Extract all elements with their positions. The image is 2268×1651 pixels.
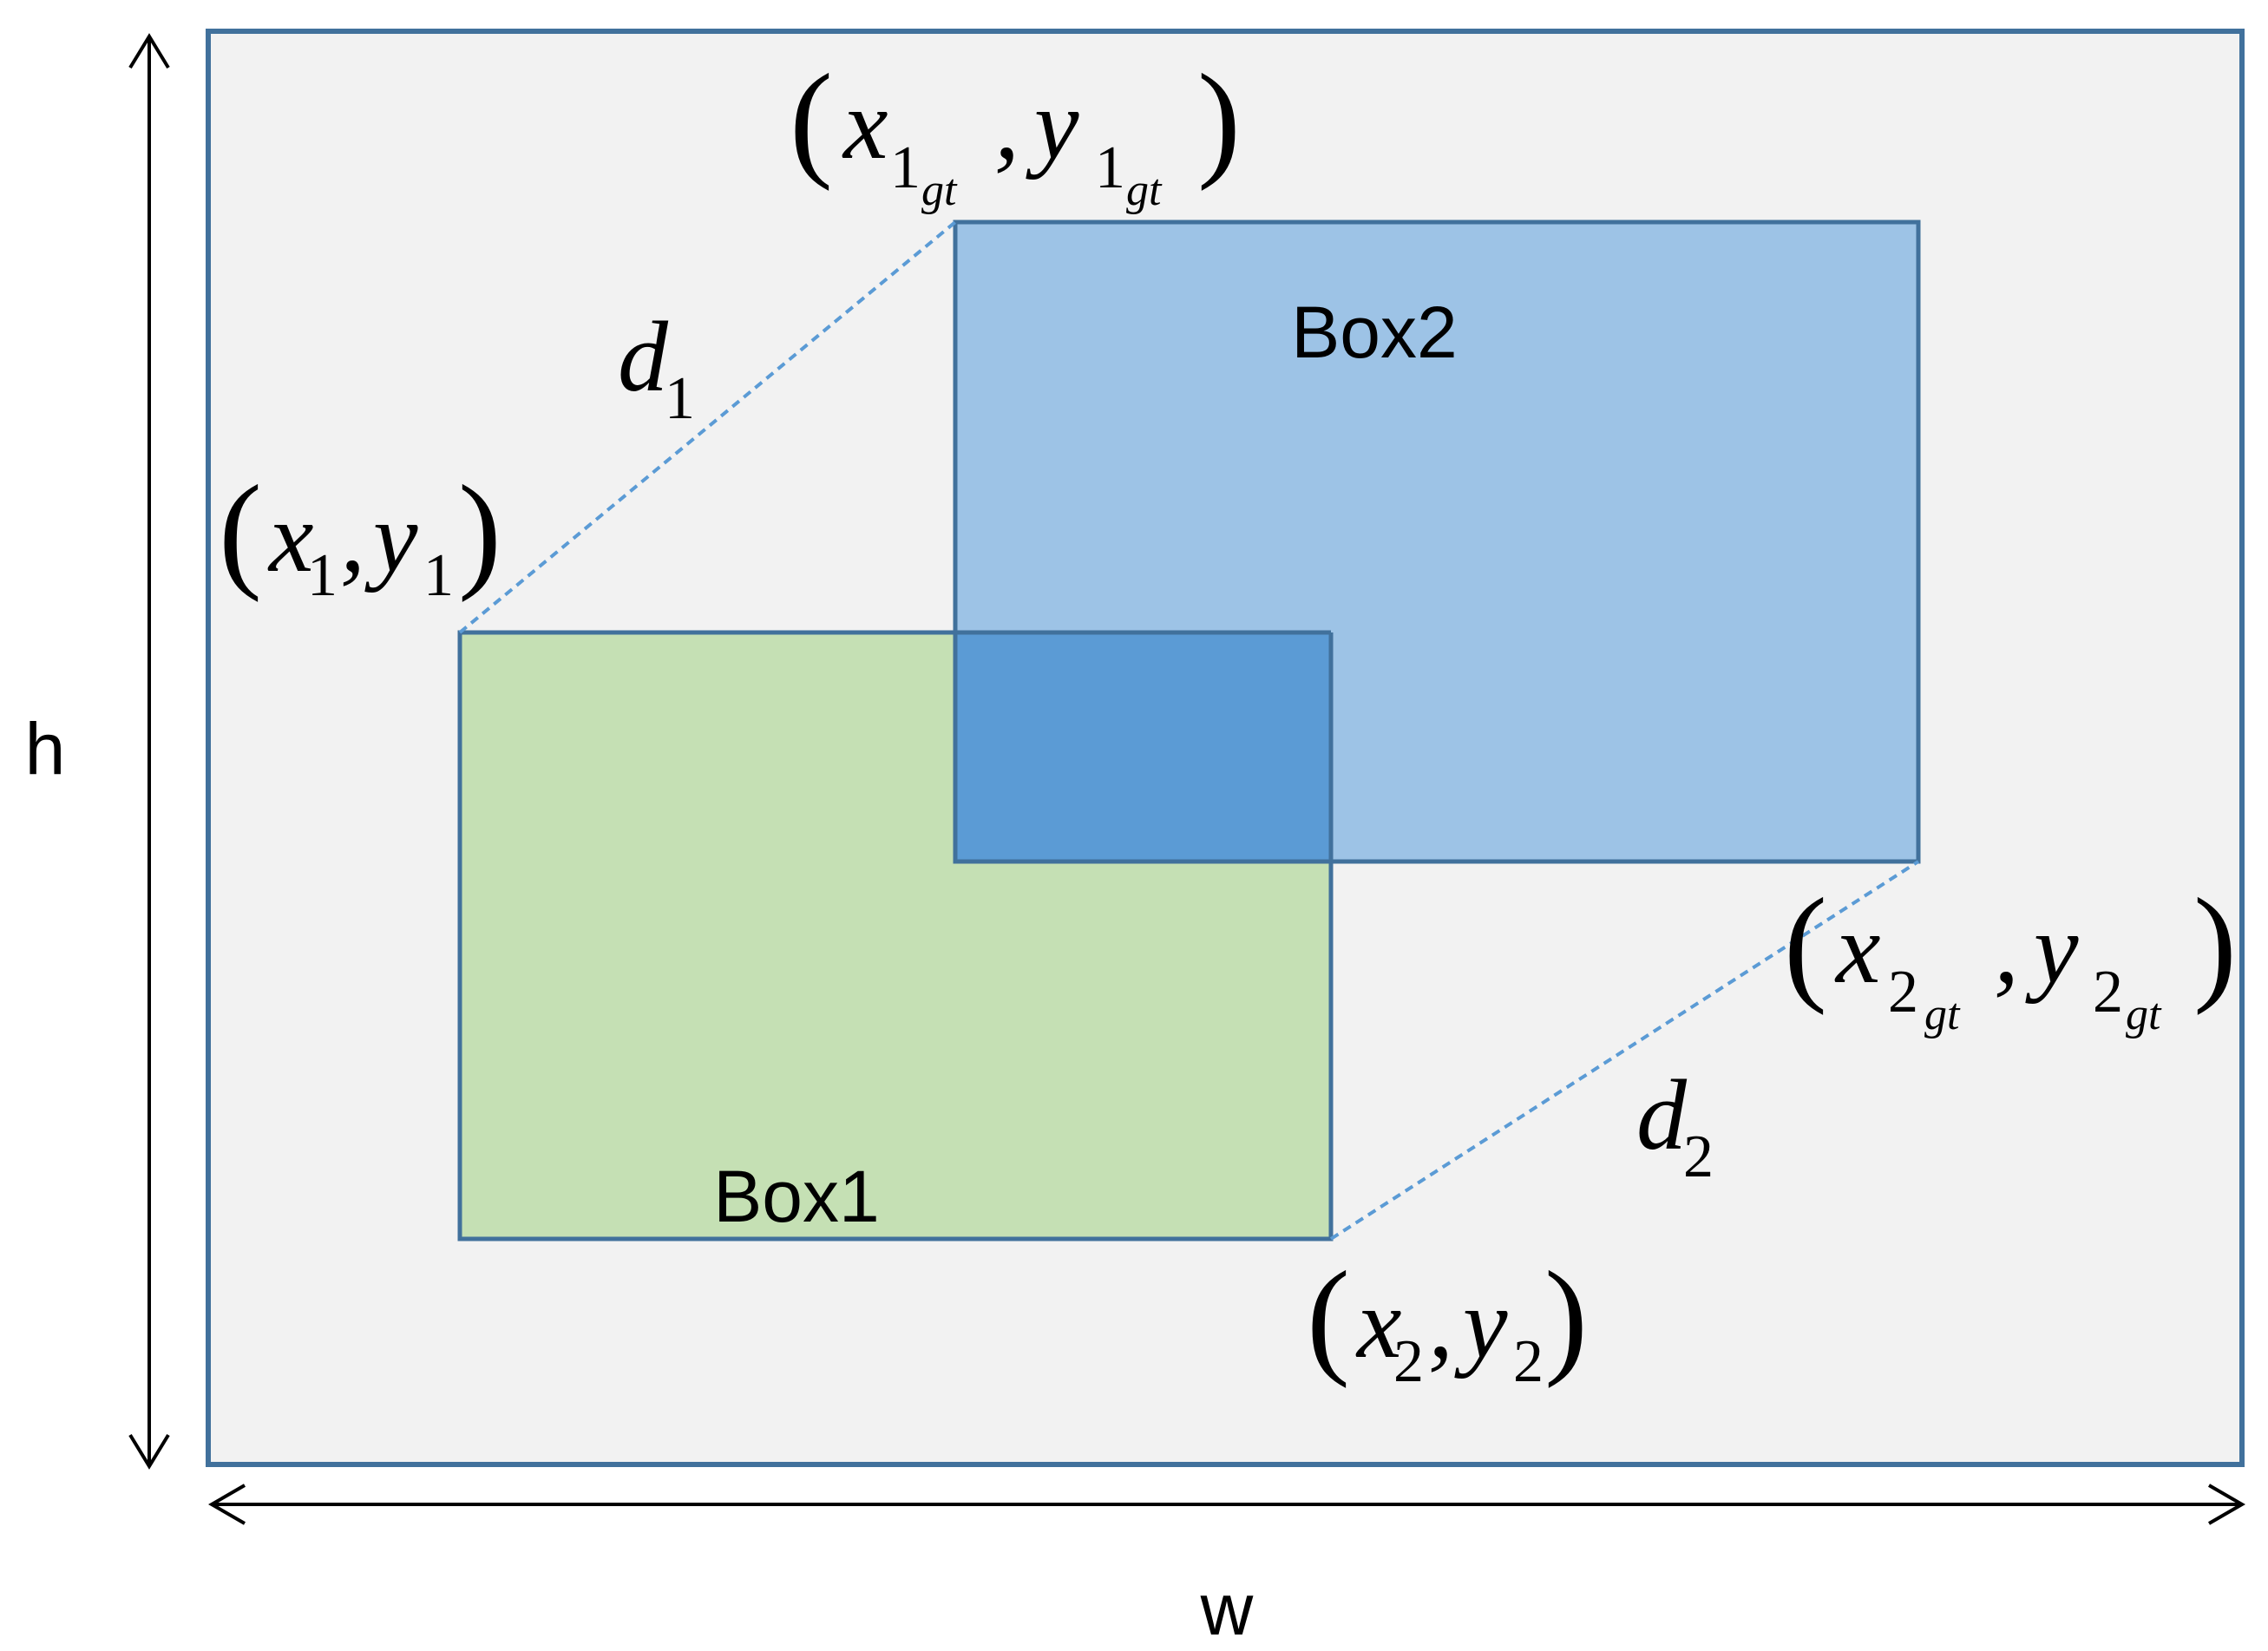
svg-text:2: 2 [1683,1124,1714,1190]
point-x1gt-y1gt-label: ( x 1 gt , y 1 gt ) [790,48,1241,215]
svg-text:gt: gt [1924,990,1961,1039]
point-x2-y2-label: ( x 2 , y 2 ) [1307,1245,1588,1395]
svg-text:,: , [1428,1268,1453,1379]
svg-text:1: 1 [307,542,338,609]
height-label: h [25,708,66,789]
width-label: w [1200,1569,1254,1650]
svg-text:d: d [618,302,669,413]
svg-text:1: 1 [1095,134,1125,201]
svg-text:y: y [364,482,418,593]
svg-text:2: 2 [1513,1328,1544,1395]
svg-text:y: y [1026,69,1079,180]
svg-text:x: x [1355,1268,1402,1379]
svg-text:): ) [2193,872,2237,1016]
svg-text:y: y [1454,1268,1508,1379]
svg-text:x: x [267,482,314,593]
d1-label: d 1 [618,302,695,432]
svg-text:,: , [994,69,1019,180]
width-arrow [208,1484,2245,1525]
svg-text:): ) [1544,1245,1588,1389]
svg-text:(: ( [1307,1245,1350,1389]
box1-label: Box1 [713,1156,879,1237]
svg-text:2: 2 [2093,959,2123,1025]
svg-text:gt: gt [921,166,958,215]
svg-text:1: 1 [890,134,921,201]
svg-text:gt: gt [1126,166,1163,215]
overlap-region [955,632,1331,862]
d2-dashed-line [1329,860,1920,1241]
svg-text:d: d [1636,1060,1688,1171]
point-x2gt-y2gt-label: ( x 2 gt , y 2 gt ) [1784,872,2237,1039]
svg-text:2: 2 [1393,1328,1424,1395]
svg-text:,: , [340,482,365,593]
height-arrow [128,33,170,1470]
svg-text:): ) [1197,48,1241,192]
svg-text:(: ( [790,48,833,192]
svg-text:1: 1 [423,542,454,609]
point-x1-y1-label: ( x 1 , y 1 ) [219,459,501,609]
svg-text:,: , [1994,894,2019,1005]
box2-label: Box2 [1291,292,1457,373]
svg-text:x: x [1834,894,1881,1005]
svg-text:2: 2 [1888,959,1918,1025]
svg-text:1: 1 [665,365,695,432]
svg-text:(: ( [219,459,262,603]
svg-text:(: ( [1784,872,1827,1016]
svg-text:gt: gt [2126,990,2162,1039]
d2-label: d 2 [1636,1060,1714,1190]
svg-text:x: x [842,69,888,180]
svg-text:y: y [2025,894,2079,1005]
svg-text:): ) [458,459,501,603]
d1-dashed-line [458,220,957,634]
